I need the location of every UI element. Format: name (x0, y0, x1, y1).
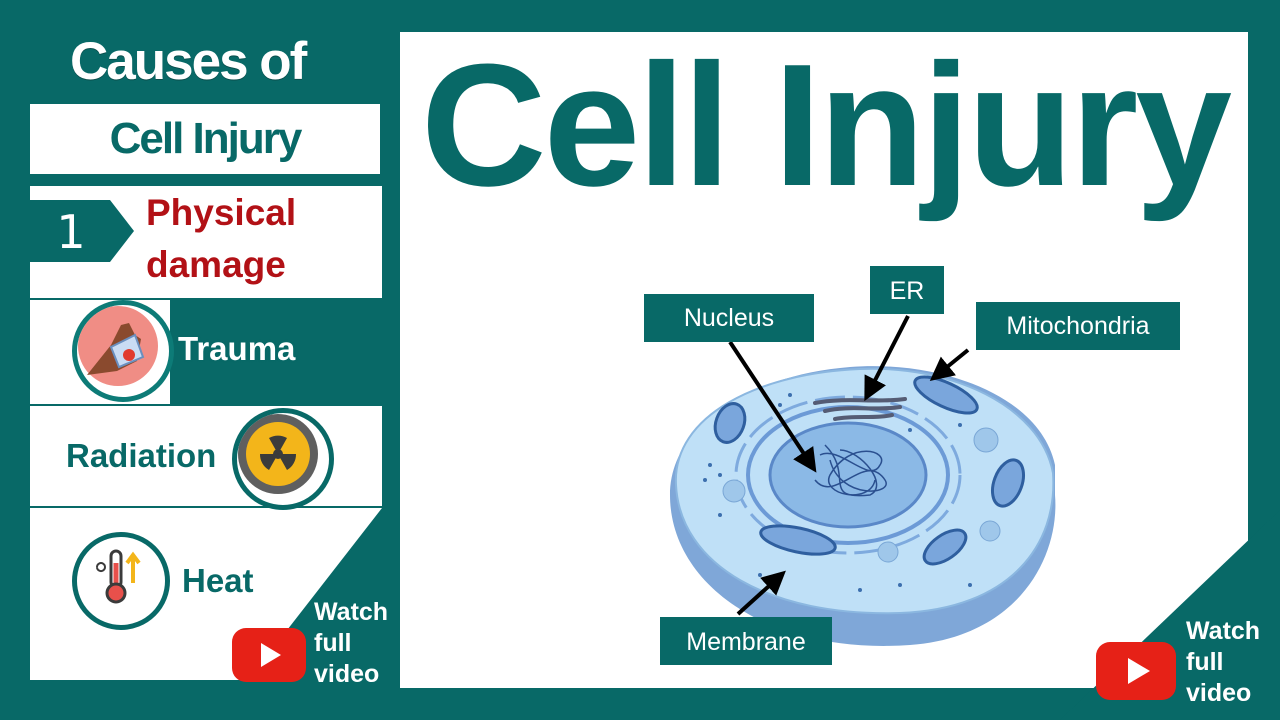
watch-line1-right: Watch (1186, 617, 1261, 645)
label-heat: Heat (182, 562, 254, 599)
callout-er: ER (870, 266, 944, 314)
cause-title-line2: damage (146, 244, 286, 285)
watch-line2-right: full (1186, 648, 1224, 676)
heading-causes-of: Causes of (70, 32, 307, 91)
watch-video-text-right[interactable]: Watch full video (1186, 616, 1260, 709)
label-radiation: Radiation (66, 437, 217, 474)
watch-line1-left: Watch (314, 598, 389, 626)
number-tag (30, 200, 134, 262)
cause-number: 1 (56, 205, 86, 259)
callout-mitochondria: Mitochondria (976, 302, 1180, 350)
watch-line3-right: video (1186, 679, 1252, 707)
watch-video-text-left[interactable]: Watch full video (314, 597, 388, 690)
cause-title: Physical damage (146, 187, 376, 291)
youtube-play-icon-left[interactable] (232, 628, 306, 682)
watch-line2-left: full (314, 629, 352, 657)
label-trauma: Trauma (178, 330, 296, 367)
callout-membrane: Membrane (660, 617, 832, 665)
thermometer-icon (72, 532, 170, 630)
label-arrows (728, 315, 970, 616)
subheading-box (30, 104, 380, 174)
radiation-icon (232, 408, 334, 510)
callout-nucleus: Nucleus (644, 294, 814, 342)
injured-hand-icon (72, 300, 174, 402)
main-title: Cell Injury (420, 27, 1232, 222)
cause-title-line1: Physical (146, 192, 297, 233)
subheading-cell-injury: Cell Injury (109, 114, 303, 163)
watch-line3-left: video (314, 660, 380, 688)
youtube-play-icon-right[interactable] (1096, 642, 1176, 700)
